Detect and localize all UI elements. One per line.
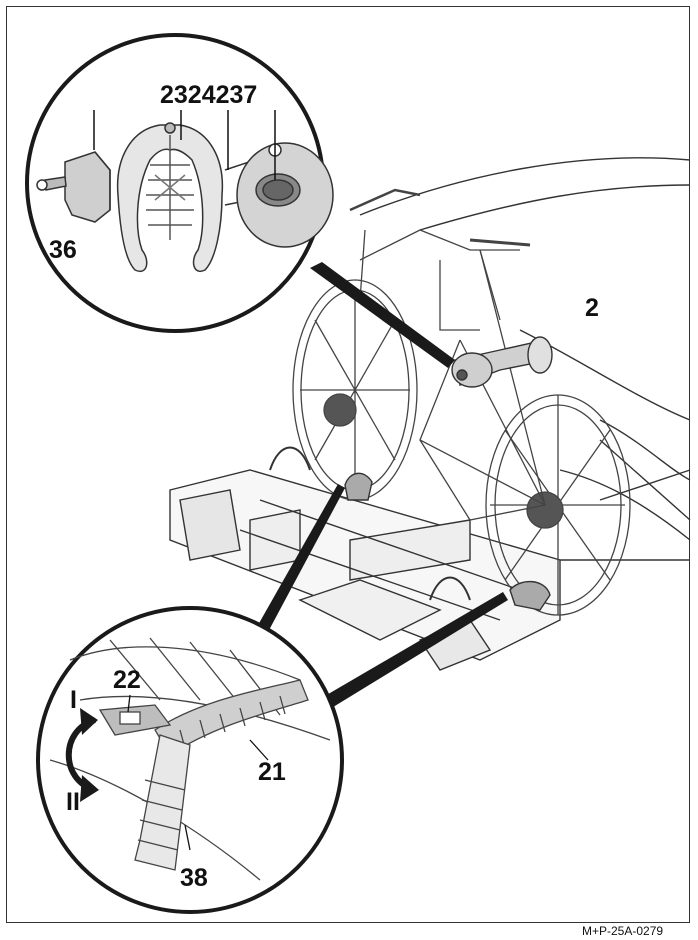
detail-circle-wheel-strap	[36, 606, 344, 914]
carrier-platform	[169, 446, 561, 671]
figure-code: M+P-25A-0279	[582, 924, 664, 938]
detail-circle-frame-holder	[25, 33, 334, 333]
label-II: II	[66, 788, 80, 816]
label-38: 38	[180, 864, 208, 892]
wheel-holders	[344, 472, 551, 611]
label-2: 2	[585, 294, 599, 322]
callout-connectors	[258, 262, 508, 712]
label-22: 22	[113, 666, 141, 694]
bicycle-far	[292, 188, 520, 501]
bicycle-near	[419, 238, 631, 616]
frame-holder-arm	[451, 336, 553, 388]
label-36: 36	[49, 236, 77, 264]
label-21: 21	[258, 758, 286, 786]
label-I: I	[70, 686, 77, 714]
label-2324237: 2324237	[160, 81, 258, 109]
